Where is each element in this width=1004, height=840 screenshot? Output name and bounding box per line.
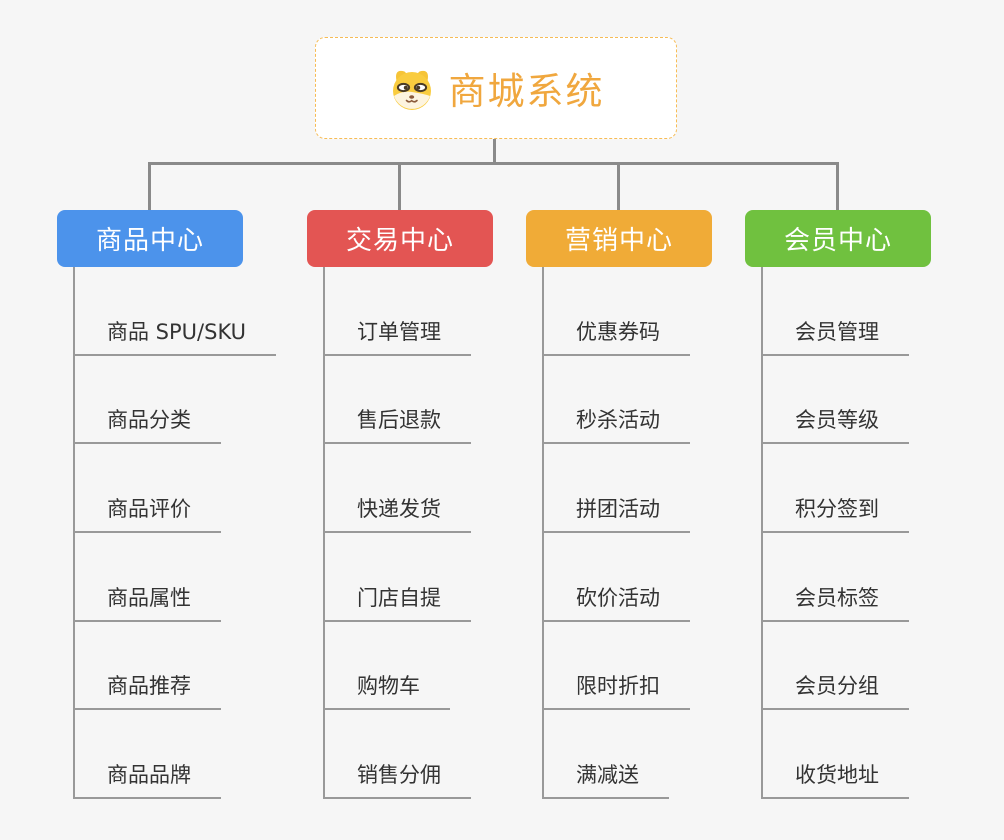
leaf-node[interactable]: 会员管理	[763, 316, 909, 356]
branch-column-member: 会员中心 会员管理 会员等级 积分签到 会员标签 会员分组 收货地址	[745, 210, 990, 799]
leaf-row: 会员标签	[763, 533, 990, 622]
connector-drop-product	[148, 162, 151, 210]
leaf-node[interactable]: 订单管理	[325, 316, 471, 356]
leaf-row: 砍价活动	[544, 533, 771, 622]
leaf-row: 商品品牌	[75, 710, 302, 799]
leaf-node[interactable]: 收货地址	[763, 759, 909, 799]
leaf-row: 会员管理	[763, 267, 990, 356]
branch-node-marketing-center[interactable]: 营销中心	[526, 210, 712, 267]
connector-drop-marketing	[617, 162, 620, 210]
leaf-node[interactable]: 满减送	[544, 759, 669, 799]
branch-node-member-center[interactable]: 会员中心	[745, 210, 931, 267]
leaf-row: 销售分佣	[325, 710, 552, 799]
branch-leaves-marketing: 优惠券码 秒杀活动 拼团活动 砍价活动 限时折扣 满减送	[542, 267, 771, 799]
leaf-row: 收货地址	[763, 710, 990, 799]
branch-leaves-product: 商品 SPU/SKU 商品分类 商品评价 商品属性 商品推荐 商品品牌	[73, 267, 302, 799]
leaf-node[interactable]: 商品 SPU/SKU	[75, 316, 277, 356]
branch-node-trade-center[interactable]: 交易中心	[307, 210, 493, 267]
leaf-node[interactable]: 秒杀活动	[544, 404, 690, 445]
connector-drop-member	[836, 162, 839, 210]
leaf-row: 快递发货	[325, 444, 552, 533]
leaf-node[interactable]: 会员分组	[763, 670, 909, 711]
branch-node-product-center[interactable]: 商品中心	[57, 210, 243, 267]
leaf-node[interactable]: 商品属性	[75, 582, 221, 622]
leaf-row: 积分签到	[763, 444, 990, 533]
leaf-node[interactable]: 拼团活动	[544, 493, 690, 533]
leaf-node[interactable]: 售后退款	[325, 404, 471, 445]
connector-root-stub	[493, 139, 496, 165]
leaf-row: 门店自提	[325, 533, 552, 622]
leaf-row: 商品分类	[75, 356, 302, 445]
leaf-row: 优惠券码	[544, 267, 771, 356]
leaf-row: 满减送	[544, 710, 771, 799]
leaf-node[interactable]: 限时折扣	[544, 670, 690, 711]
leaf-row: 商品 SPU/SKU	[75, 267, 302, 356]
leaf-row: 商品推荐	[75, 622, 302, 711]
leaf-row: 秒杀活动	[544, 356, 771, 445]
leaf-row: 拼团活动	[544, 444, 771, 533]
leaf-node[interactable]: 销售分佣	[325, 759, 471, 799]
leaf-node[interactable]: 购物车	[325, 670, 450, 711]
root-title: 商城系统	[448, 70, 605, 113]
leaf-node[interactable]: 会员等级	[763, 404, 909, 445]
leaf-node[interactable]: 会员标签	[763, 582, 909, 622]
leaf-node[interactable]: 门店自提	[325, 582, 471, 622]
leaf-node[interactable]: 砍价活动	[544, 582, 690, 622]
branch-leaves-member: 会员管理 会员等级 积分签到 会员标签 会员分组 收货地址	[761, 267, 990, 799]
dog-face-icon	[388, 64, 436, 112]
connector-drop-trade	[398, 162, 401, 210]
branch-column-trade: 交易中心 订单管理 售后退款 快递发货 门店自提 购物车 销售分佣	[307, 210, 552, 799]
root-node-mall-system[interactable]: 商城系统	[315, 37, 677, 139]
leaf-node[interactable]: 商品品牌	[75, 759, 221, 799]
leaf-node[interactable]: 快递发货	[325, 493, 471, 533]
leaf-row: 会员等级	[763, 356, 990, 445]
leaf-row: 商品属性	[75, 533, 302, 622]
leaf-row: 商品评价	[75, 444, 302, 533]
branch-column-marketing: 营销中心 优惠券码 秒杀活动 拼团活动 砍价活动 限时折扣 满减送	[526, 210, 771, 799]
branch-column-product: 商品中心 商品 SPU/SKU 商品分类 商品评价 商品属性 商品推荐 商品品牌	[57, 210, 302, 799]
branch-leaves-trade: 订单管理 售后退款 快递发货 门店自提 购物车 销售分佣	[323, 267, 552, 799]
leaf-row: 会员分组	[763, 622, 990, 711]
leaf-node[interactable]: 商品推荐	[75, 670, 221, 711]
leaf-node[interactable]: 优惠券码	[544, 316, 690, 356]
leaf-row: 售后退款	[325, 356, 552, 445]
leaf-node[interactable]: 商品分类	[75, 404, 221, 445]
connector-horizontal	[148, 162, 839, 165]
leaf-row: 限时折扣	[544, 622, 771, 711]
leaf-node[interactable]: 积分签到	[763, 493, 909, 533]
leaf-row: 订单管理	[325, 267, 552, 356]
leaf-row: 购物车	[325, 622, 552, 711]
leaf-node[interactable]: 商品评价	[75, 493, 221, 533]
